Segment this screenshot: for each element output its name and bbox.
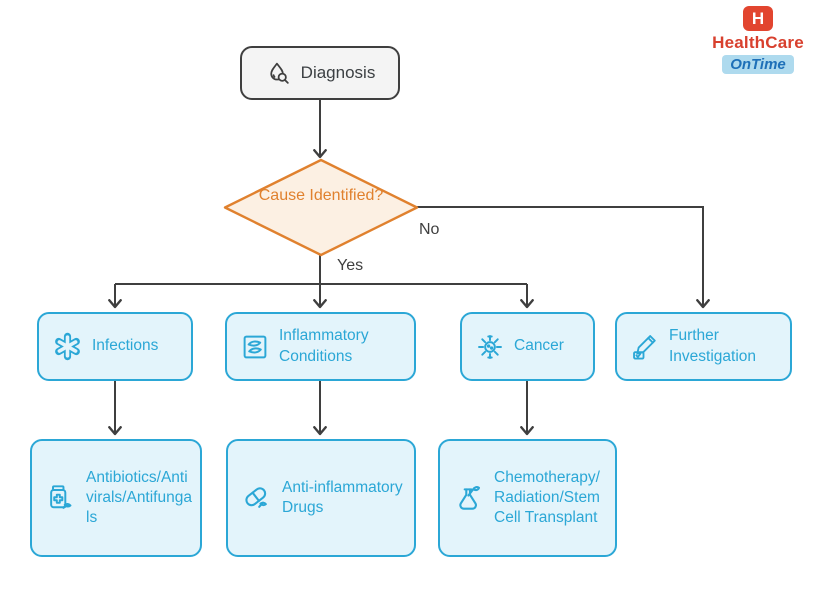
pencil-note-icon — [630, 332, 660, 362]
logo-name: HealthCare — [712, 33, 804, 52]
virus-icon — [52, 331, 83, 362]
node-diagnosis: Diagnosis — [240, 46, 400, 100]
branch-label: Inflammatory Conditions — [279, 327, 369, 365]
logo-h-badge-icon: H — [743, 6, 773, 31]
medicine-bottle-icon — [45, 482, 77, 514]
treatment-label: Anti-inflammatory Drugs — [282, 478, 403, 516]
decision-diamond — [223, 158, 419, 257]
edge-label-yes: Yes — [337, 257, 364, 274]
treatment-label: Antibiotics/Antivirals/Antifungals — [86, 468, 192, 527]
start-label: Diagnosis — [300, 63, 376, 82]
edge-no-to-further-investigation — [417, 206, 710, 309]
node-chemotherapy-radiation-stem-cell: Chemotherapy/Radiation/Stem Cell Transpl… — [438, 439, 617, 557]
decision-label: Cause Identified? — [258, 187, 384, 204]
branch-label: Further Investigation — [669, 327, 757, 365]
treatment-label: Chemotherapy/Radiation/Stem Cell Transpl… — [494, 468, 600, 527]
cancer-cell-icon — [475, 332, 505, 362]
node-anti-inflammatory-drugs: Anti-inflammatory Drugs — [226, 439, 416, 557]
branch-label: Infections — [92, 337, 159, 355]
droplet-search-icon — [265, 60, 292, 87]
logo-badge-letter: H — [751, 8, 765, 28]
edge-label-no: No — [419, 221, 440, 238]
branch-label: Cancer — [514, 337, 564, 355]
capsule-icon — [241, 482, 273, 514]
logo-tagline: OnTime — [722, 55, 794, 74]
flask-icon — [453, 482, 485, 514]
node-further-investigation: Further Investigation — [615, 312, 792, 381]
healthcare-ontime-logo: H HealthCare OnTime — [700, 6, 816, 74]
node-antibiotics-antivirals-antifungals: Antibiotics/Antivirals/Antifungals — [30, 439, 202, 557]
node-inflammatory-conditions: Inflammatory Conditions — [225, 312, 416, 381]
inflamed-tissue-icon — [240, 332, 270, 362]
node-infections: Infections — [37, 312, 193, 381]
node-cancer: Cancer — [460, 312, 595, 381]
